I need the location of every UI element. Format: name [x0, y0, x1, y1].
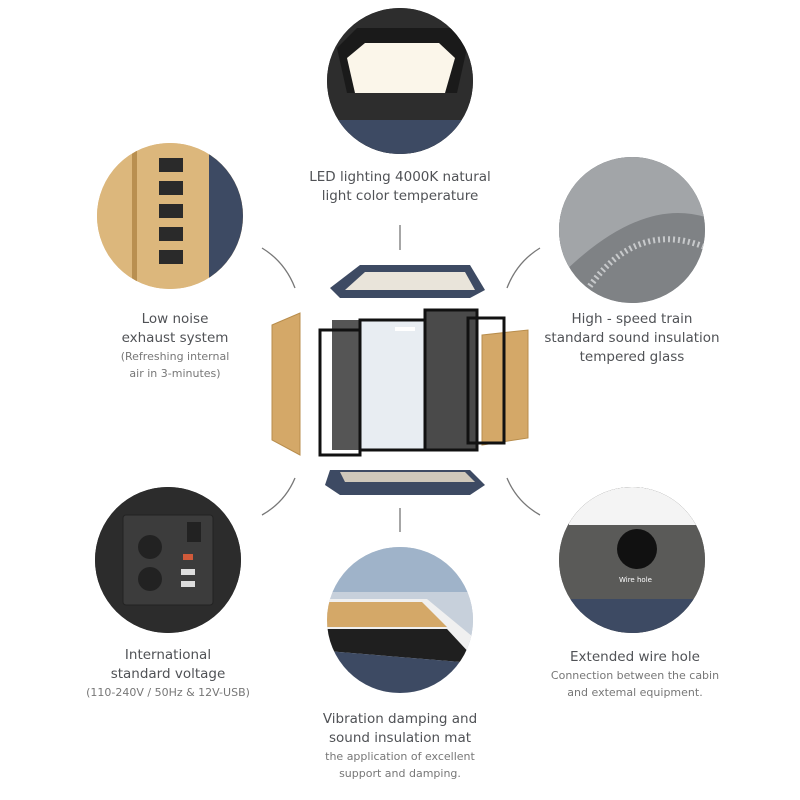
feature-subtitle: air in 3-minutes) [129, 367, 221, 380]
feature-subtitle: (Refreshing internal [120, 350, 230, 363]
feature-title: exhaust system [121, 330, 229, 346]
damping-mat-circle-image [327, 547, 473, 693]
feature-glass-caption: High - speed train standard sound insula… [512, 310, 752, 367]
feature-wire-hole-caption: Extended wire hole Connection between th… [515, 648, 755, 701]
feature-subtitle: (110-240V / 50Hz & 12V-USB) [86, 686, 250, 699]
wire-hole-icon: Wire hole [559, 487, 705, 633]
feature-title: sound insulation mat [328, 730, 472, 746]
exhaust-vent-circle-image [97, 143, 243, 289]
feature-subtitle: Connection between the cabin [550, 669, 720, 682]
feature-title: light color temperature [321, 188, 479, 204]
feature-title: Low noise [141, 311, 209, 327]
power-socket-circle-image [95, 487, 241, 633]
feature-title: High - speed train [571, 311, 693, 327]
feature-title: Extended wire hole [570, 649, 700, 665]
damping-mat-icon [327, 547, 473, 693]
feature-subtitle: support and damping. [339, 767, 461, 780]
ceiling-light-icon [327, 8, 473, 154]
feature-title: standard voltage [110, 666, 226, 682]
feature-title: standard sound insulation [544, 330, 720, 346]
feature-mat-caption: Vibration damping and sound insulation m… [280, 710, 520, 782]
wire-hole-label: Wire hole [619, 576, 652, 584]
feature-title: LED lighting 4000K natural [309, 169, 491, 185]
feature-title: International [124, 647, 212, 663]
feature-led-caption: LED lighting 4000K natural light color t… [280, 168, 520, 206]
feature-subtitle: and extemal equipment. [567, 686, 703, 699]
wire-hole-circle-image: Wire hole [559, 487, 705, 633]
tempered-glass-circle-image [559, 157, 705, 303]
vent-grille-icon [97, 143, 243, 289]
power-socket-icon [95, 487, 241, 633]
feature-subtitle: the application of excellent [325, 750, 475, 763]
glass-pane-icon [559, 157, 705, 303]
feature-title: Vibration damping and [322, 711, 478, 727]
feature-exhaust-caption: Low noise exhaust system (Refreshing int… [55, 310, 295, 382]
feature-title: tempered glass [579, 349, 685, 365]
led-light-circle-image [327, 8, 473, 154]
feature-voltage-caption: International standard voltage (110-240V… [48, 646, 288, 701]
